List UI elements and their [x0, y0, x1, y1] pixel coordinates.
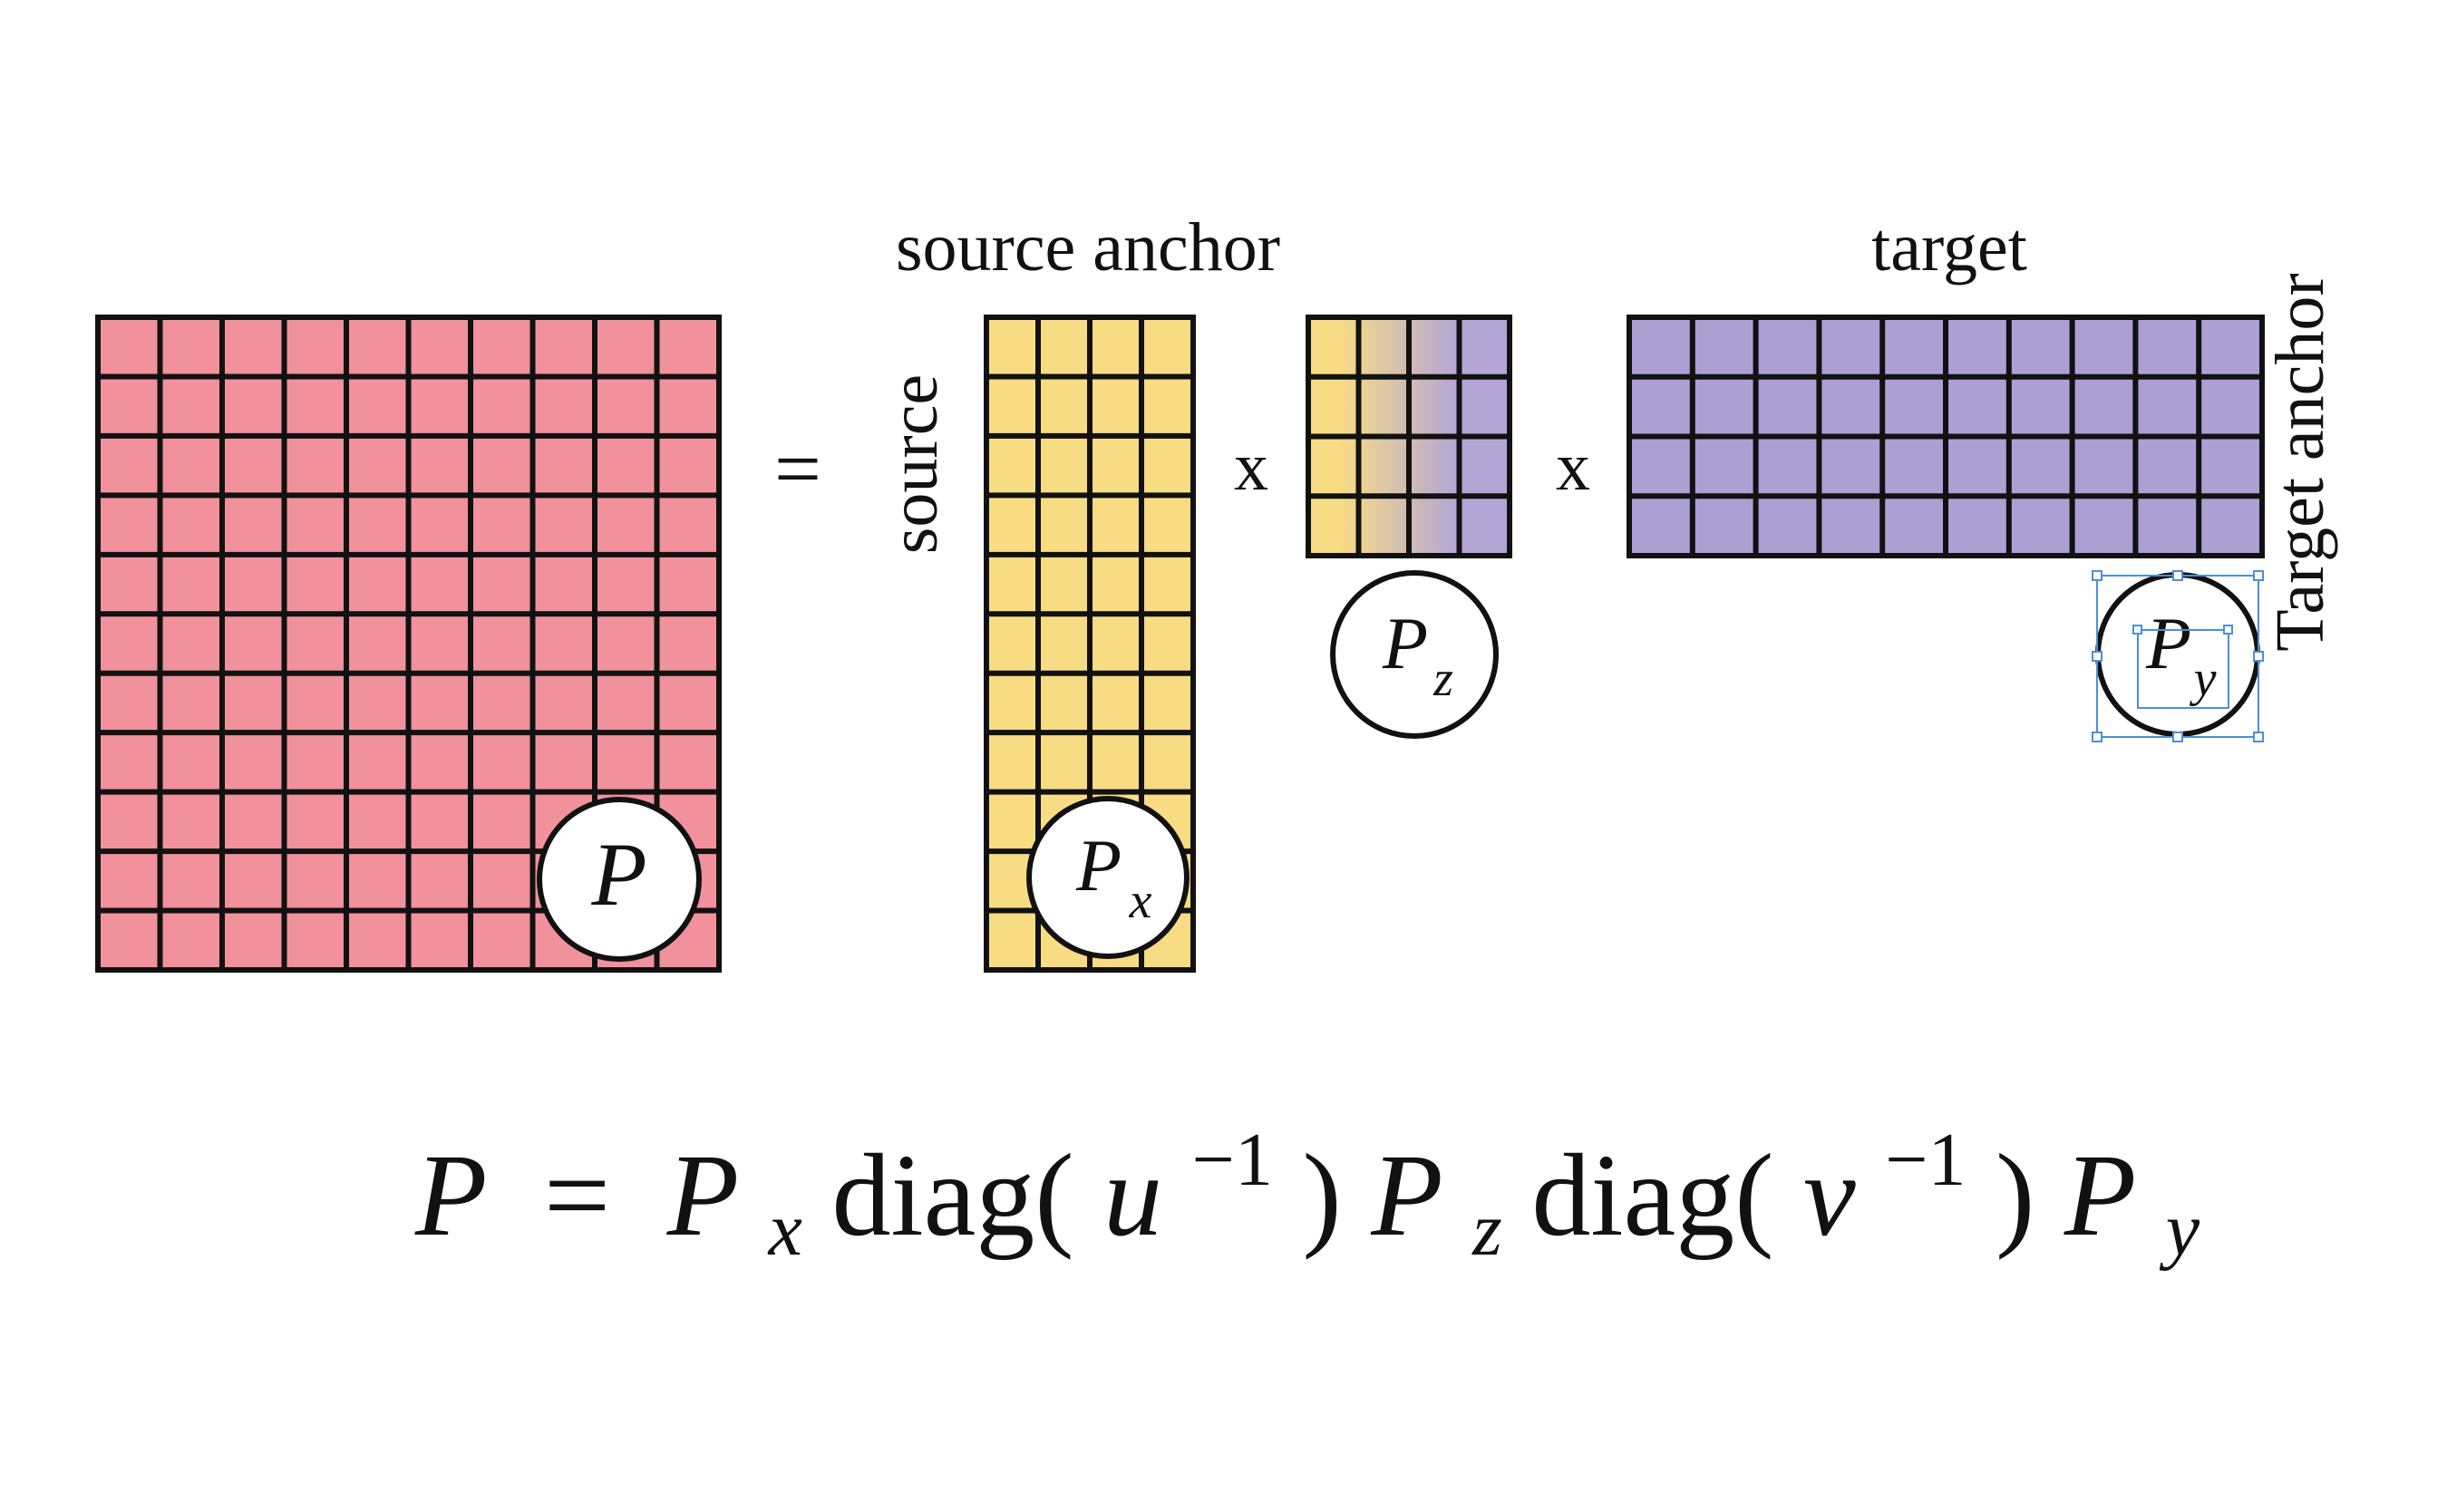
formula-t3: P — [2064, 1130, 2136, 1261]
py-badge-subscript: y — [2190, 651, 2217, 707]
formula-diag1: diag( — [831, 1130, 1073, 1261]
formula: P = P x diag( u −1 ) P z diag( v −1 ) P … — [414, 1081, 2200, 1281]
matrix-py-frame — [1627, 315, 2265, 558]
times-sign-2: x — [1556, 429, 1590, 505]
px-badge: P x — [1026, 796, 1190, 959]
times-sign-1: x — [1234, 429, 1268, 505]
source-anchor-label: source anchor — [896, 209, 1280, 286]
matrix-py: P y — [1627, 315, 2265, 742]
matrix-p: P — [95, 315, 722, 973]
formula-close1: ) — [1302, 1130, 1341, 1261]
formula-t1-sub: x — [767, 1187, 802, 1272]
formula-lhs: P — [414, 1130, 487, 1261]
formula-t1: P — [666, 1130, 739, 1261]
source-label: source — [876, 374, 952, 554]
matrix-px-frame — [984, 315, 1196, 973]
matrix-p-frame — [95, 315, 722, 973]
formula-sup1: −1 — [1192, 1118, 1273, 1202]
px-badge-subscript: x — [1129, 873, 1152, 929]
formula-sup2: −1 — [1885, 1118, 1966, 1202]
p-badge: P — [537, 797, 702, 962]
formula-eq: = — [544, 1130, 610, 1261]
formula-t2: P — [1370, 1130, 1442, 1261]
formula-t2-sub: z — [1471, 1187, 1502, 1272]
pz-badge-symbol: P — [1382, 602, 1428, 684]
px-badge-symbol: P — [1075, 824, 1122, 906]
matrix-px: P x — [984, 315, 1196, 973]
target-label: target — [1871, 209, 2027, 286]
py-badge-symbol: P — [2145, 602, 2191, 684]
p-badge-symbol: P — [590, 824, 646, 925]
formula-v: v — [1803, 1130, 1856, 1261]
matrix-pz: P z — [1306, 315, 1512, 739]
formula-diag2: diag( — [1531, 1130, 1773, 1261]
formula-close2: ) — [1996, 1130, 2035, 1261]
py-badge: P y — [2092, 570, 2264, 742]
formula-t3-sub: y — [2159, 1187, 2200, 1272]
pz-badge-subscript: z — [1432, 651, 1453, 707]
selection-handles — [2092, 570, 2264, 742]
equals-sign: = — [774, 422, 821, 515]
formula-u: u — [1103, 1130, 1162, 1261]
matrix-pz-frame — [1306, 315, 1512, 558]
pz-badge: P z — [1330, 570, 1499, 739]
target-anchor-label: Target anchor — [2262, 273, 2338, 651]
svg-text:P = P x: P = P x diag( u −1 ) P z diag( v −1 ) P … — [414, 1081, 2200, 1281]
